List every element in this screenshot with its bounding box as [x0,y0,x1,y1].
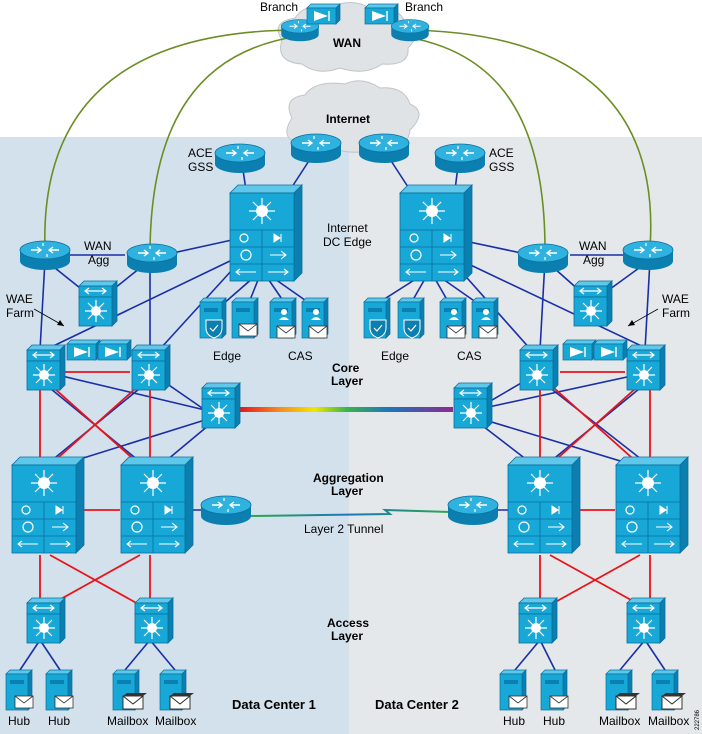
branch-wae-left [306,3,341,25]
label-mailbox-1: Mailbox [107,714,148,728]
label-wae-farm-left-1: WAE [6,292,33,306]
internet-dc-edge-chassis-right [399,184,473,282]
label-gss-right: GSS [489,160,514,174]
label-hub-3: Hub [503,714,525,728]
label-branch-right: Branch [405,0,443,14]
aggregation-chassis-right-2 [615,456,689,554]
hub-server-1 [5,669,34,711]
hub-server-4 [540,669,569,711]
aggregation-chassis-right-1 [507,456,581,554]
wan-agg-router-right-1 [517,243,569,274]
tunnel-router-right [447,495,499,526]
cas-server-left-2 [301,297,329,339]
label-wan-agg-right-1: WAN [579,239,607,253]
cas-server-right-2 [471,297,499,339]
wan-agg-router-left-2 [126,243,178,274]
core-wae-right-2 [593,339,628,361]
label-wae-farm-right-1: WAE [662,292,689,306]
cas-server-right-1 [439,297,467,339]
layer2-tunnel-link [249,508,451,517]
label-wae-farm-right-2: Farm [662,306,690,320]
hub-server-3 [499,669,528,711]
label-wan: WAN [333,36,361,50]
label-edge-right: Edge [381,349,409,363]
label-branch-left: Branch [260,0,298,14]
tunnel-router-left [200,495,252,526]
wae-farm-switch-right [573,280,613,327]
core-wae-left-1 [66,339,101,361]
label-wan-agg-left-2: Agg [88,253,109,267]
red-links [39,371,651,606]
access-switch-left-2 [134,597,174,644]
label-core-layer-1: Core [332,361,360,375]
label-access-layer-2: Layer [331,629,363,643]
dci-switch-left [201,382,241,429]
aggregation-chassis-left-1 [11,456,85,554]
wan-agg-router-right-2 [622,240,674,271]
access-switch-right-1 [518,597,558,644]
branch-router-right [390,18,430,42]
core-switch-left-2 [131,344,171,391]
edge-server-left-2 [231,297,259,339]
label-hub-2: Hub [48,714,70,728]
core-switch-left-1 [26,344,66,391]
label-wan-agg-right-2: Agg [583,253,604,267]
label-data-center-2: Data Center 2 [375,697,459,712]
wan-links [44,29,652,256]
label-access-layer-1: Access [327,616,369,630]
branch-wae-right [364,3,399,25]
label-aggregation-layer-2: Layer [331,484,363,498]
edge-server-left-1 [199,297,227,339]
edge-server-right-2 [397,297,425,339]
label-hub-4: Hub [543,714,565,728]
blue-links [19,149,666,671]
core-switch-right-1 [519,344,559,391]
label-mailbox-4: Mailbox [648,714,689,728]
label-wae-farm-left-2: Farm [6,306,34,320]
ace-gss-router-right [434,143,486,174]
core-wae-left-2 [97,339,132,361]
label-mailbox-2: Mailbox [155,714,196,728]
label-mailbox-3: Mailbox [599,714,640,728]
core-wae-right-1 [562,339,597,361]
internet-router-left [290,133,342,164]
label-cas-left: CAS [288,349,313,363]
label-internet: Internet [326,112,370,126]
access-switch-right-2 [626,597,666,644]
label-gss-left: GSS [188,160,213,174]
dci-rainbow-link [240,407,453,412]
label-ace-right: ACE [489,146,514,160]
label-internet-dc-edge-1: Internet [327,221,368,235]
label-wan-agg-left-1: WAN [84,239,112,253]
hub-server-2 [45,669,74,711]
dci-switch-right [453,382,493,429]
label-hub-1: Hub [8,714,30,728]
label-layer2-tunnel: Layer 2 Tunnel [304,522,383,536]
internet-dc-edge-chassis-left [229,184,303,282]
access-switch-left-1 [26,597,66,644]
edge-server-right-1 [363,297,391,339]
label-aggregation-layer-1: Aggregation [313,471,384,485]
figure-id: 222786 [695,709,701,730]
core-switch-right-2 [626,344,666,391]
wan-agg-router-left-1 [19,240,71,271]
label-ace-left: ACE [188,146,213,160]
ace-gss-router-left [214,143,266,174]
label-core-layer-2: Layer [331,374,363,388]
label-cas-right: CAS [457,349,482,363]
label-internet-dc-edge-2: DC Edge [323,235,372,249]
internet-router-right [358,133,410,164]
cas-server-left-1 [269,297,297,339]
label-edge-left: Edge [213,349,241,363]
wae-farm-switch-left [78,280,118,327]
label-data-center-1: Data Center 1 [232,697,316,712]
aggregation-chassis-left-2 [120,456,194,554]
